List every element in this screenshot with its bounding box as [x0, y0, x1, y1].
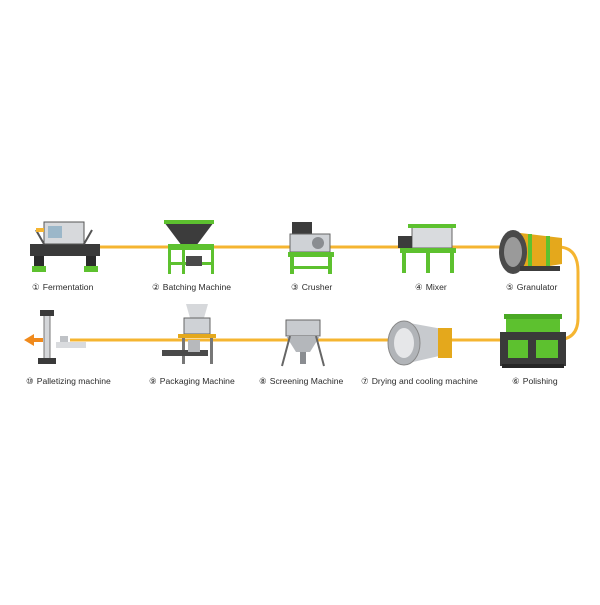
mixer-machine-icon: [398, 224, 456, 273]
output-arrow-tail: [33, 338, 43, 342]
packaging-machine-icon: [162, 304, 216, 364]
polishing-machine-icon: [500, 314, 566, 368]
output-arrow-icon: [24, 334, 34, 346]
drying-cooling-machine-icon: [387, 320, 452, 366]
crusher-machine-icon: [288, 222, 334, 274]
fermentation-machine-icon: [30, 221, 100, 272]
palletizing-machine-icon: [38, 310, 86, 364]
granulator-machine-icon: [499, 230, 562, 274]
screening-machine-icon: [281, 319, 325, 367]
batching-machine-icon: [164, 220, 214, 274]
